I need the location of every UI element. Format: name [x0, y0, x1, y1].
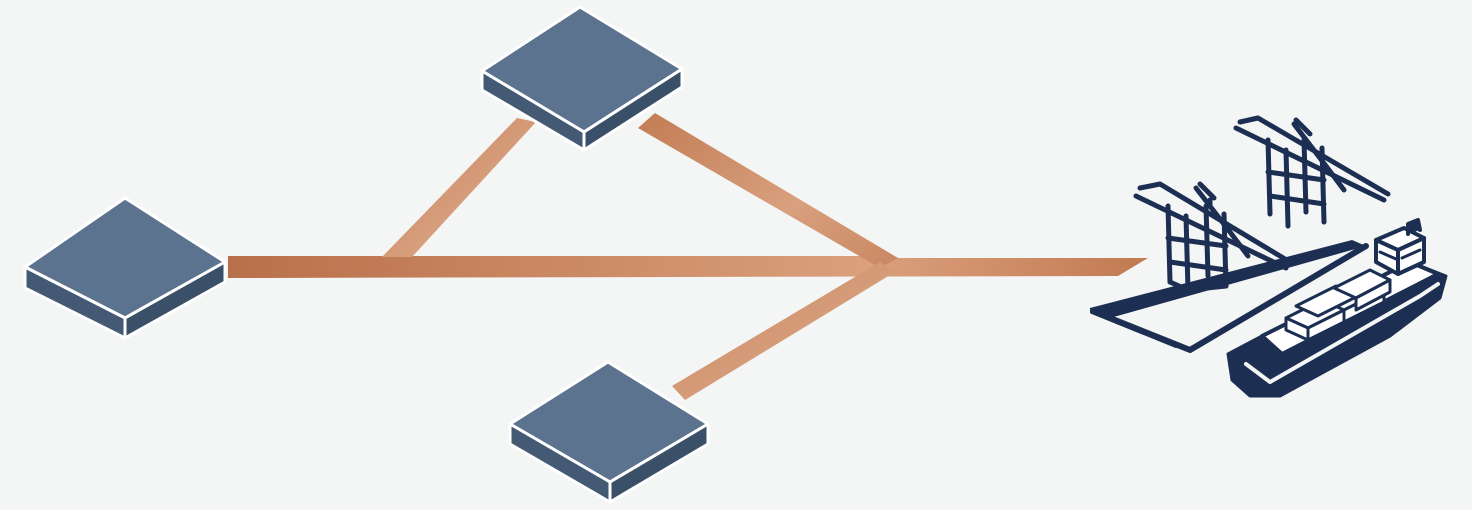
connectors [228, 113, 1148, 400]
crane-icon [1233, 115, 1391, 229]
connector-top-right [638, 113, 898, 268]
node-top [480, 5, 684, 152]
port-terminal [1090, 115, 1448, 398]
connector-main [228, 256, 1148, 278]
connector-bottom [672, 262, 895, 400]
connector-top-left [382, 118, 536, 257]
node-bottom [508, 360, 710, 504]
crane-icon [1133, 181, 1293, 293]
node-left [23, 196, 227, 340]
container-ship-icon [1226, 218, 1448, 398]
